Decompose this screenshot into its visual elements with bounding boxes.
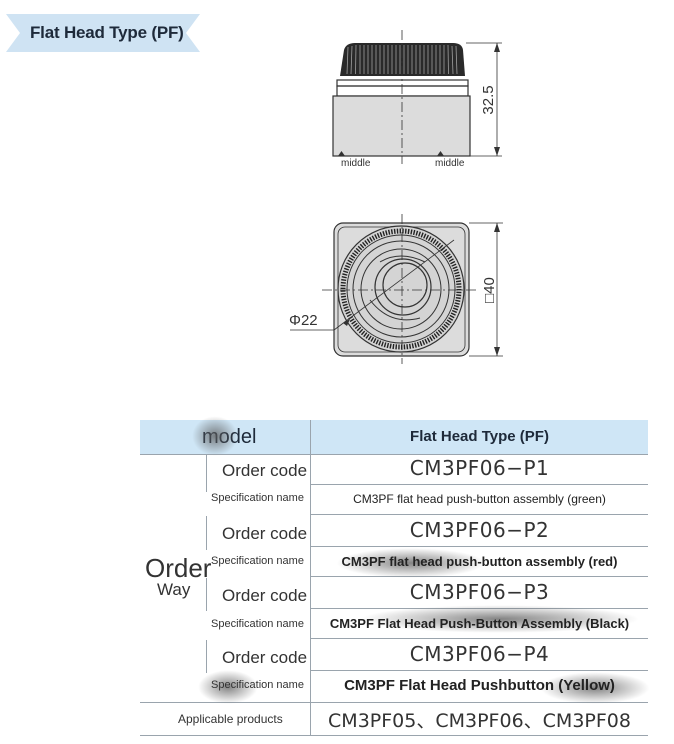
section-title: Flat Head Type (PF) [30,23,184,42]
divider [311,546,648,547]
order-code-label: Order code [222,586,308,605]
spec-name-label: Specification name [211,679,304,691]
square-dimension: □40 [481,277,498,303]
order-label: Order [145,553,212,583]
middle-mark-right: middle [435,158,465,169]
order-table: model Flat Head Type (PF) Order Way Orde… [140,416,650,736]
divider [140,454,648,455]
spec-name-value: CM3PF Flat Head Push-Button Assembly (Bl… [329,616,630,631]
order-code-value: CM3PF06−P1 [409,456,550,480]
spec-name-value: CM3PF flat head push-button assembly (gr… [353,492,606,506]
section-title-tab: Flat Head Type (PF) [6,14,200,52]
divider [206,516,207,550]
shading [192,416,238,456]
divider [310,420,311,736]
order-code-label: Order code [222,461,308,480]
diameter-dimension: Φ22 [289,312,318,329]
table-header-type-cell: Flat Head Type (PF) [311,420,648,454]
way-label: Way [157,580,191,599]
divider [140,735,648,736]
order-code-value: CM3PF06−P4 [409,642,550,666]
order-code-value: CM3PF06−P2 [409,518,550,542]
side-view: 32.5 middle middle [332,30,502,169]
spec-name-value: CM3PF Flat Head Pushbutton (Yellow) [344,677,615,694]
spec-name-value: CM3PF flat head push-button assembly (re… [341,554,618,569]
shading [360,605,640,633]
top-view: Φ22 □40 [289,214,503,364]
divider [311,638,648,639]
order-code-label: Order code [222,524,308,543]
applicable-products-value: CM3PF05、CM3PF06、CM3PF08 [328,710,631,732]
shading [540,672,650,704]
divider [140,702,648,703]
shading [198,670,258,704]
spec-name-label: Specification name [211,555,304,567]
divider [206,454,207,492]
divider [311,514,648,515]
technical-drawing: 32.5 middle middle Φ22 □40 [289,30,503,364]
middle-mark-left: middle [341,158,371,169]
height-dimension: 32.5 [480,85,497,114]
spec-name-label: Specification name [211,492,304,504]
section-tab-shape [6,14,200,52]
divider [206,640,207,673]
divider [311,670,648,671]
order-code-label: Order code [222,648,308,667]
divider [206,578,207,611]
shading [336,548,486,578]
spec-name-label: Specification name [211,618,304,630]
type-header: Flat Head Type (PF) [410,428,549,445]
applicable-products-label: Applicable products [178,712,283,726]
order-code-value: CM3PF06−P3 [409,580,550,604]
divider [311,484,648,485]
